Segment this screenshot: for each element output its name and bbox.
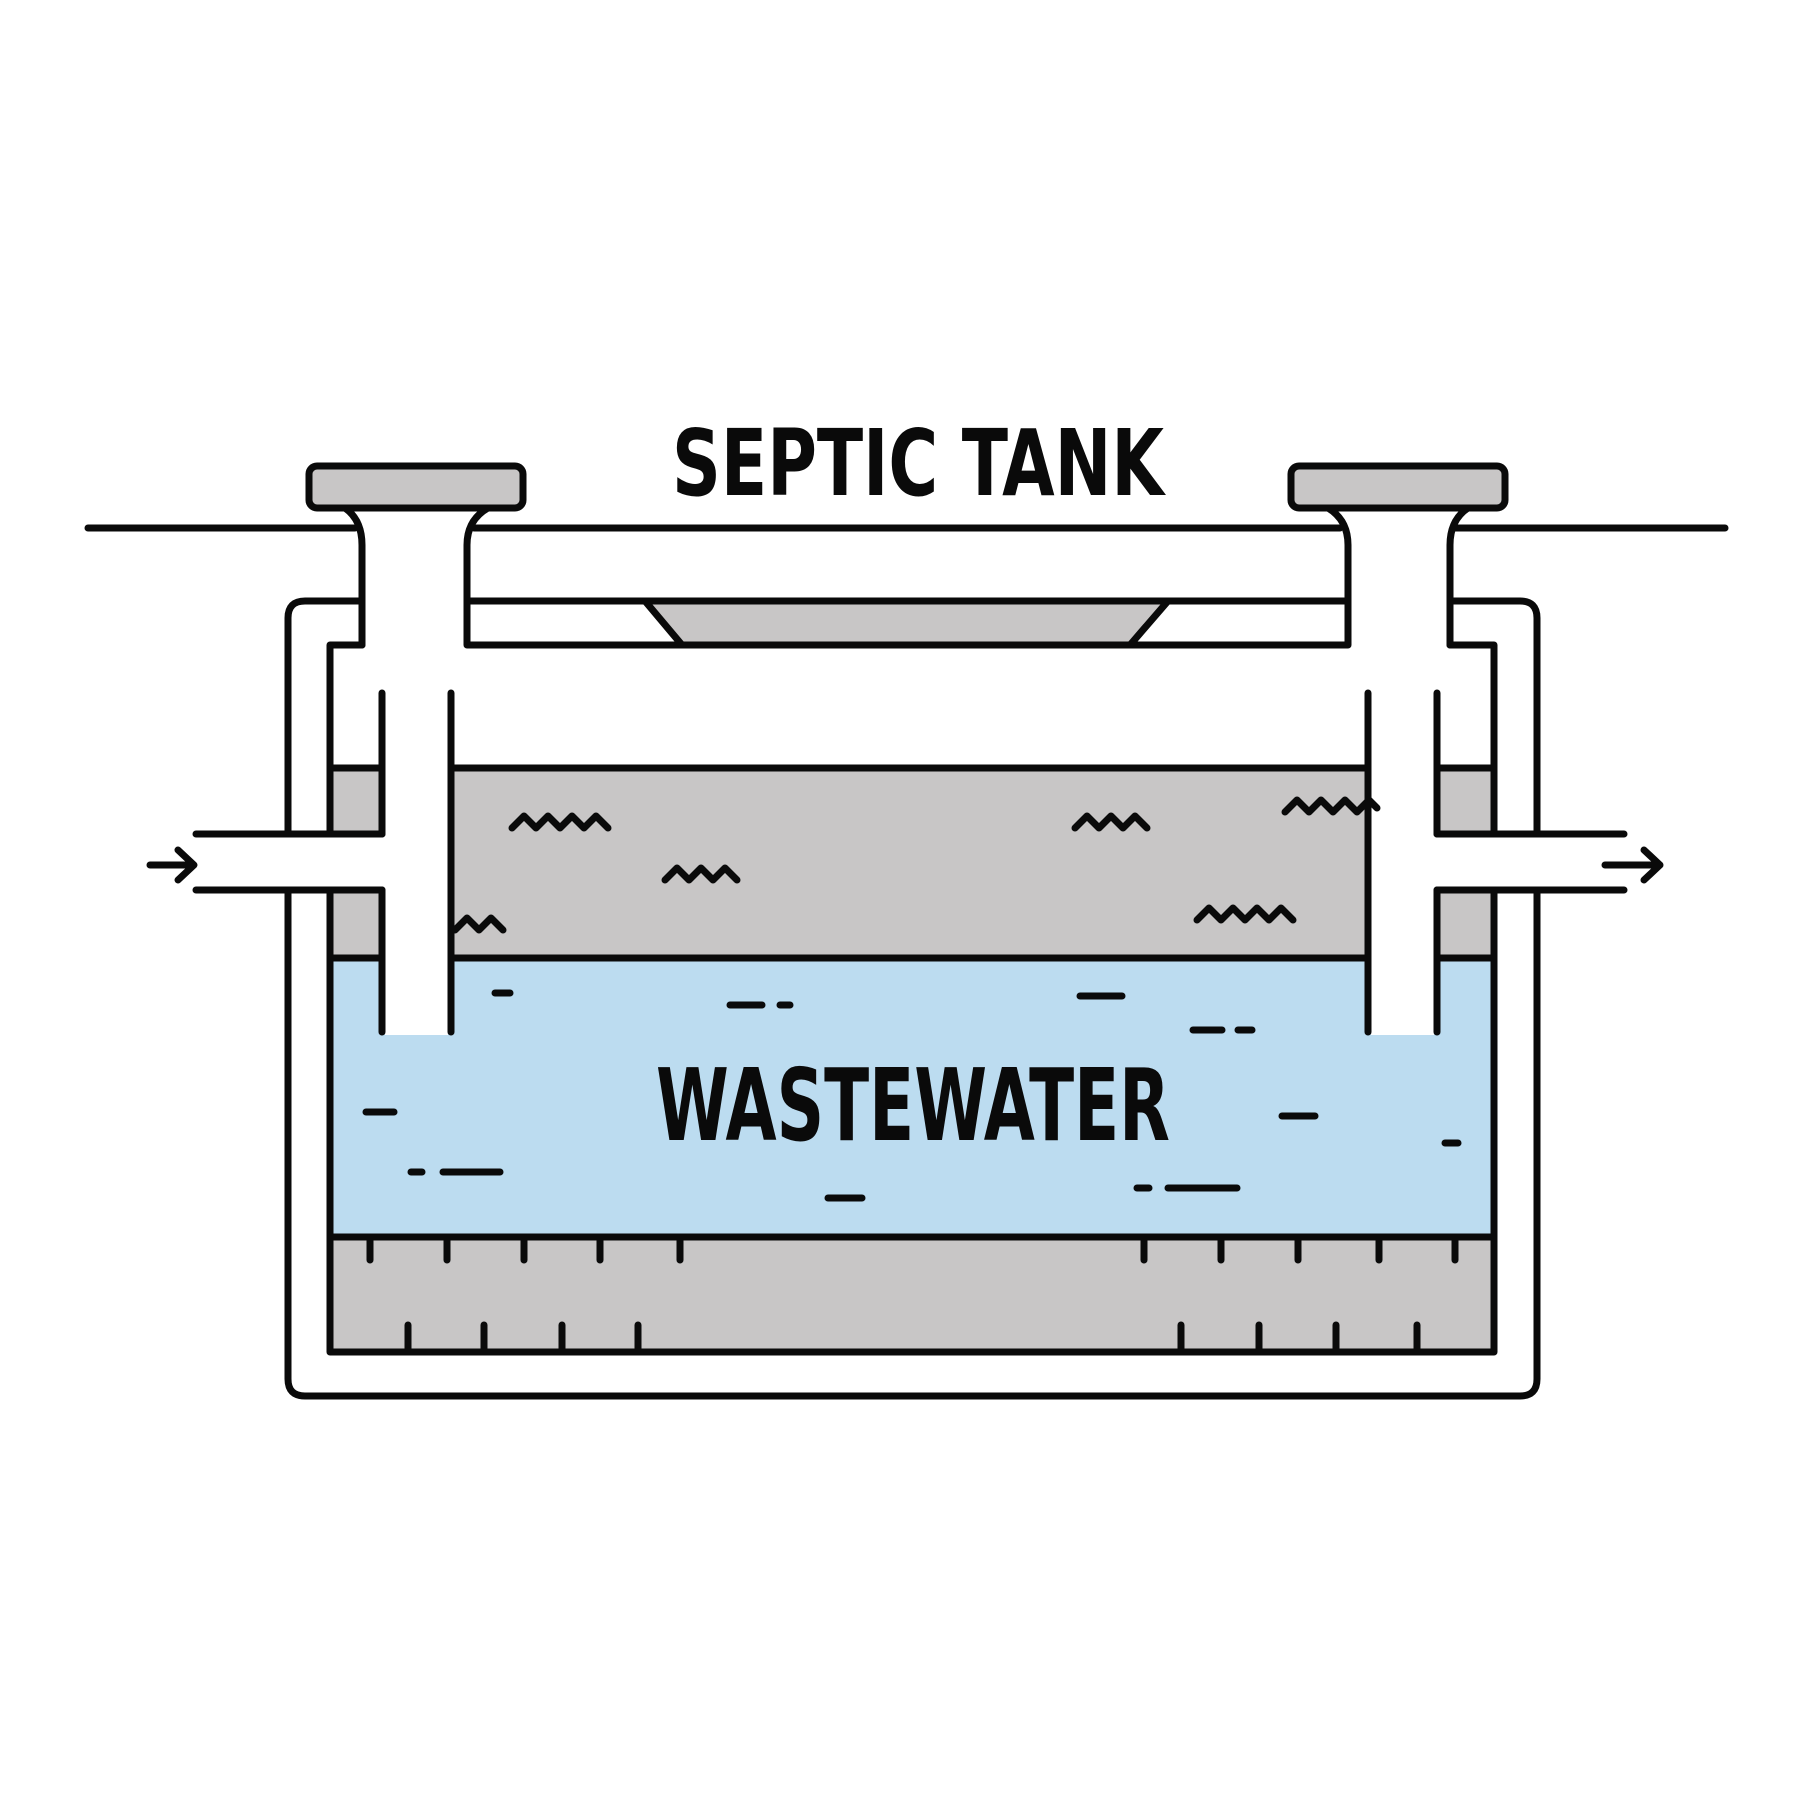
wastewater-layer xyxy=(330,958,1494,1237)
left-riser-cap xyxy=(305,462,527,512)
sludge-texture xyxy=(366,1236,1459,1353)
right-riser-cap xyxy=(1287,462,1509,512)
sludge-layer xyxy=(330,1237,1494,1352)
scum-layer xyxy=(451,768,1368,958)
arrow-right-icon xyxy=(146,846,198,884)
inlet-baffle xyxy=(326,689,455,1036)
scum-left-upper xyxy=(333,768,382,834)
scum-right-upper xyxy=(1437,768,1491,834)
tank-shell xyxy=(284,597,1541,1400)
lid-structure xyxy=(341,504,1472,649)
scum-left-lower xyxy=(333,890,382,958)
access-lid xyxy=(641,597,1172,649)
tank-inner-wall xyxy=(326,641,1498,1356)
scum-texture xyxy=(451,796,1381,934)
outlet-baffle xyxy=(1364,689,1441,1036)
scum-right-lower xyxy=(1437,890,1491,958)
wastewater-texture xyxy=(362,989,1462,1202)
arrow-right-icon xyxy=(1601,846,1664,884)
diagram-title: SEPTIC TANK xyxy=(672,410,1166,517)
wastewater-label: WASTEWATER xyxy=(656,1047,1170,1164)
